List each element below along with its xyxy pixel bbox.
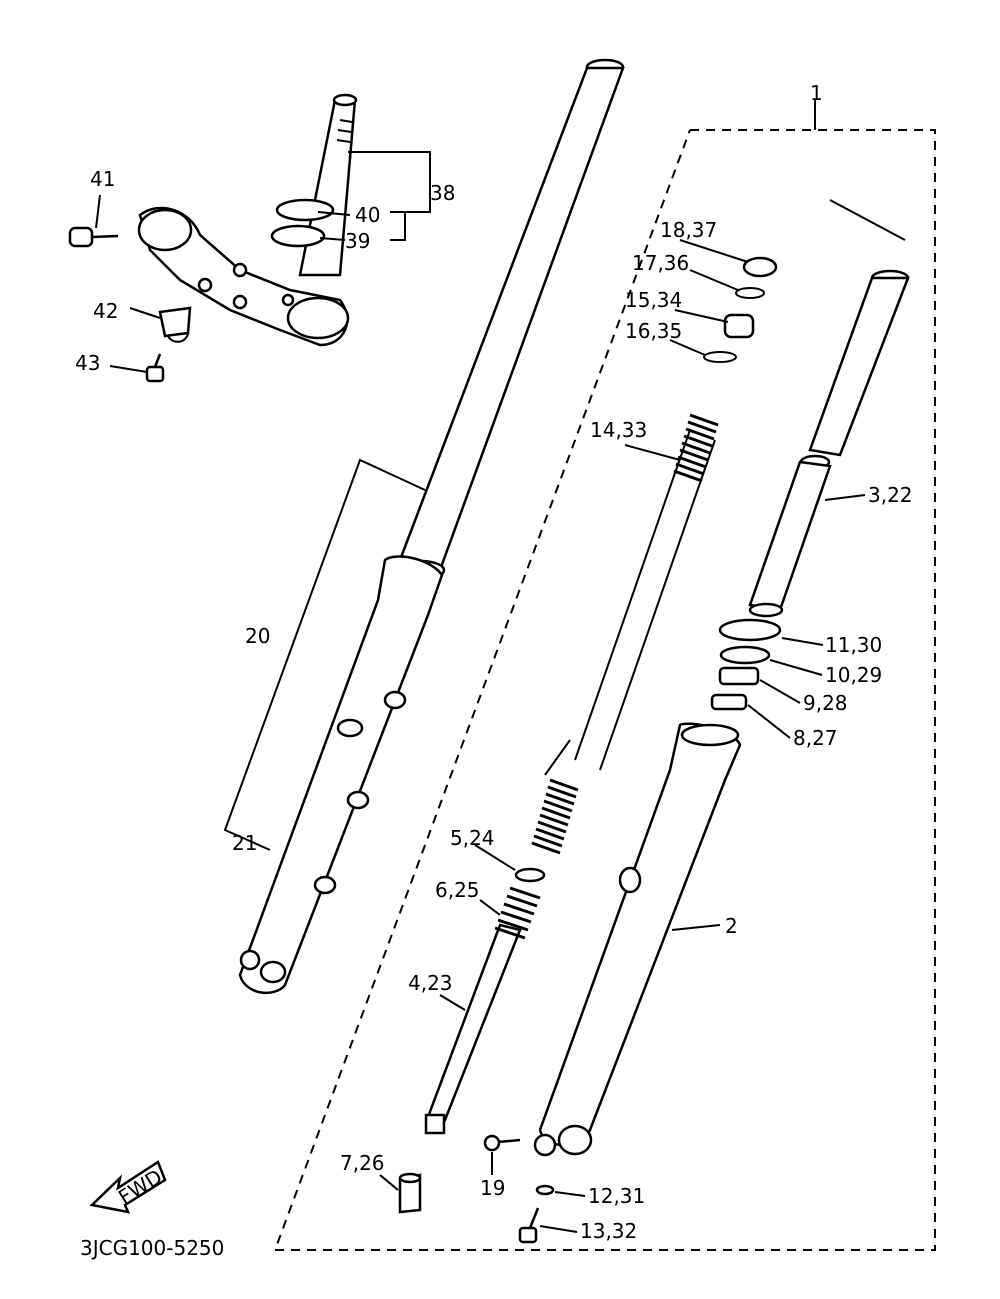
callout-4-23: 4,23 xyxy=(408,971,453,995)
assembly-boundary-1 xyxy=(273,100,936,1251)
callout-40: 40 xyxy=(355,203,380,227)
seal-stack xyxy=(710,618,782,711)
small-parts xyxy=(483,1134,555,1244)
callout-43: 43 xyxy=(75,351,100,375)
callout-21: 21 xyxy=(232,831,257,855)
cap-parts xyxy=(703,256,778,363)
callout-8-27: 8,27 xyxy=(793,726,838,750)
callout-41: 41 xyxy=(90,167,115,191)
callout-17-36: 17,36 xyxy=(632,251,689,275)
callout-7-26: 7,26 xyxy=(340,1151,385,1175)
callout-42: 42 xyxy=(93,299,118,323)
callout-2: 2 xyxy=(725,914,738,938)
oil-lock-piece-7-26 xyxy=(398,1172,422,1214)
under-bracket-assembly xyxy=(68,93,358,383)
damper-rod-4-23 xyxy=(424,923,522,1135)
callout-12-31: 12,31 xyxy=(588,1184,645,1208)
callout-38: 38 xyxy=(430,181,455,205)
callout-5-24: 5,24 xyxy=(450,826,495,850)
callout-39: 39 xyxy=(345,229,370,253)
callout-16-35: 16,35 xyxy=(625,319,682,343)
callout-20: 20 xyxy=(245,624,270,648)
fwd-arrow-icon xyxy=(89,1160,167,1214)
bracket-1-inner xyxy=(829,199,906,241)
fork-spring-14-33 xyxy=(531,413,719,855)
callout-10-29: 10,29 xyxy=(825,663,882,687)
callout-3-22: 3,22 xyxy=(868,483,913,507)
inner-tube-3-22 xyxy=(748,269,910,618)
rebound-spring-6-25 xyxy=(494,867,546,940)
callout-9-28: 9,28 xyxy=(803,691,848,715)
fork-leg-21 xyxy=(238,555,444,995)
bracket-20-21 xyxy=(223,458,426,851)
callout-18-37: 18,37 xyxy=(660,218,717,242)
callout-13-32: 13,32 xyxy=(580,1219,637,1243)
callout-14-33: 14,33 xyxy=(590,418,647,442)
callout-19: 19 xyxy=(480,1176,505,1200)
callout-15-34: 15,34 xyxy=(625,288,682,312)
callout-11-30: 11,30 xyxy=(825,633,882,657)
outer-fork-leg-2 xyxy=(533,722,742,1157)
outer-tube-20 xyxy=(394,58,625,581)
callout-1: 1 xyxy=(810,81,823,105)
diagram-code: 3JCG100-5250 xyxy=(80,1236,224,1260)
leader-lines xyxy=(95,151,866,1233)
callout-6-25: 6,25 xyxy=(435,878,480,902)
